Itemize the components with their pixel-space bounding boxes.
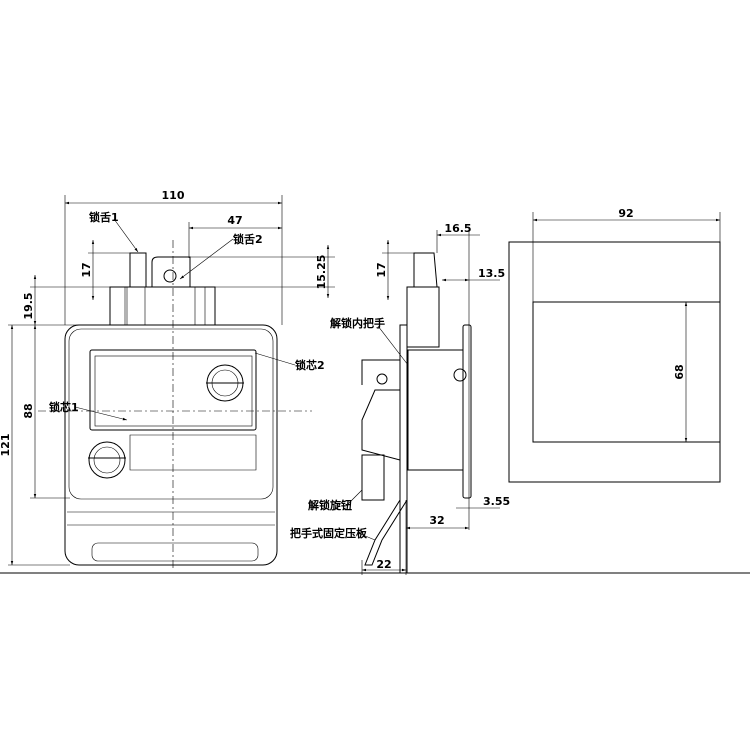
lower-recess	[129, 434, 257, 471]
side-tongue	[413, 252, 438, 288]
top-flange	[109, 286, 216, 326]
front-body-inner	[68, 328, 274, 500]
side-flange	[462, 324, 472, 499]
dim-17-front: 17	[80, 262, 93, 277]
label-core-2: 锁芯2	[295, 358, 325, 372]
dim-3-55: 3.55	[483, 495, 510, 508]
dim-88: 88	[22, 403, 35, 418]
fixing-plate	[364, 460, 408, 566]
cutout-rect	[532, 301, 721, 443]
dim-17-side: 17	[375, 262, 388, 277]
grip-slot	[91, 542, 259, 562]
lock-core-1	[88, 441, 126, 479]
lock-tongue-2	[151, 256, 191, 287]
handle-face	[94, 355, 253, 427]
lock-tongue-1	[129, 252, 147, 288]
cutout-view: 92 68	[508, 207, 721, 483]
dim-22: 22	[376, 558, 391, 571]
handle-recess	[89, 349, 257, 431]
label-fixing-plate: 把手式固定压板	[290, 526, 368, 540]
label-tongue-1: 锁舌1	[89, 210, 119, 224]
dim-110: 110	[162, 189, 185, 202]
panel-outline	[508, 241, 721, 483]
dim-68: 68	[673, 364, 686, 379]
dim-15-25: 15.25	[315, 255, 328, 290]
dim-47: 47	[227, 214, 242, 227]
dim-13-5: 13.5	[478, 267, 505, 280]
dim-32: 32	[429, 514, 444, 527]
dim-16-5: 16.5	[444, 222, 471, 235]
side-view: 16.5 13.5 17 32 3.55 22 解锁内把手 解锁旋钮 把手式固定…	[290, 222, 510, 575]
inner-handle	[361, 359, 401, 461]
dim-92: 92	[618, 207, 633, 220]
label-inner-handle: 解锁内把手	[330, 316, 385, 330]
label-release-knob: 解锁旋钮	[308, 498, 352, 512]
release-knob	[361, 454, 385, 501]
dim-19-5: 19.5	[22, 292, 35, 319]
panel	[399, 324, 408, 574]
label-core-1: 锁芯1	[49, 400, 79, 414]
front-view: 110 47 17 19.5 121 88 15.25 锁舌1 锁舌2 锁芯1 …	[0, 189, 335, 570]
label-tongue-2: 锁舌2	[233, 232, 263, 246]
dim-121: 121	[0, 434, 12, 457]
side-housing	[407, 349, 464, 471]
